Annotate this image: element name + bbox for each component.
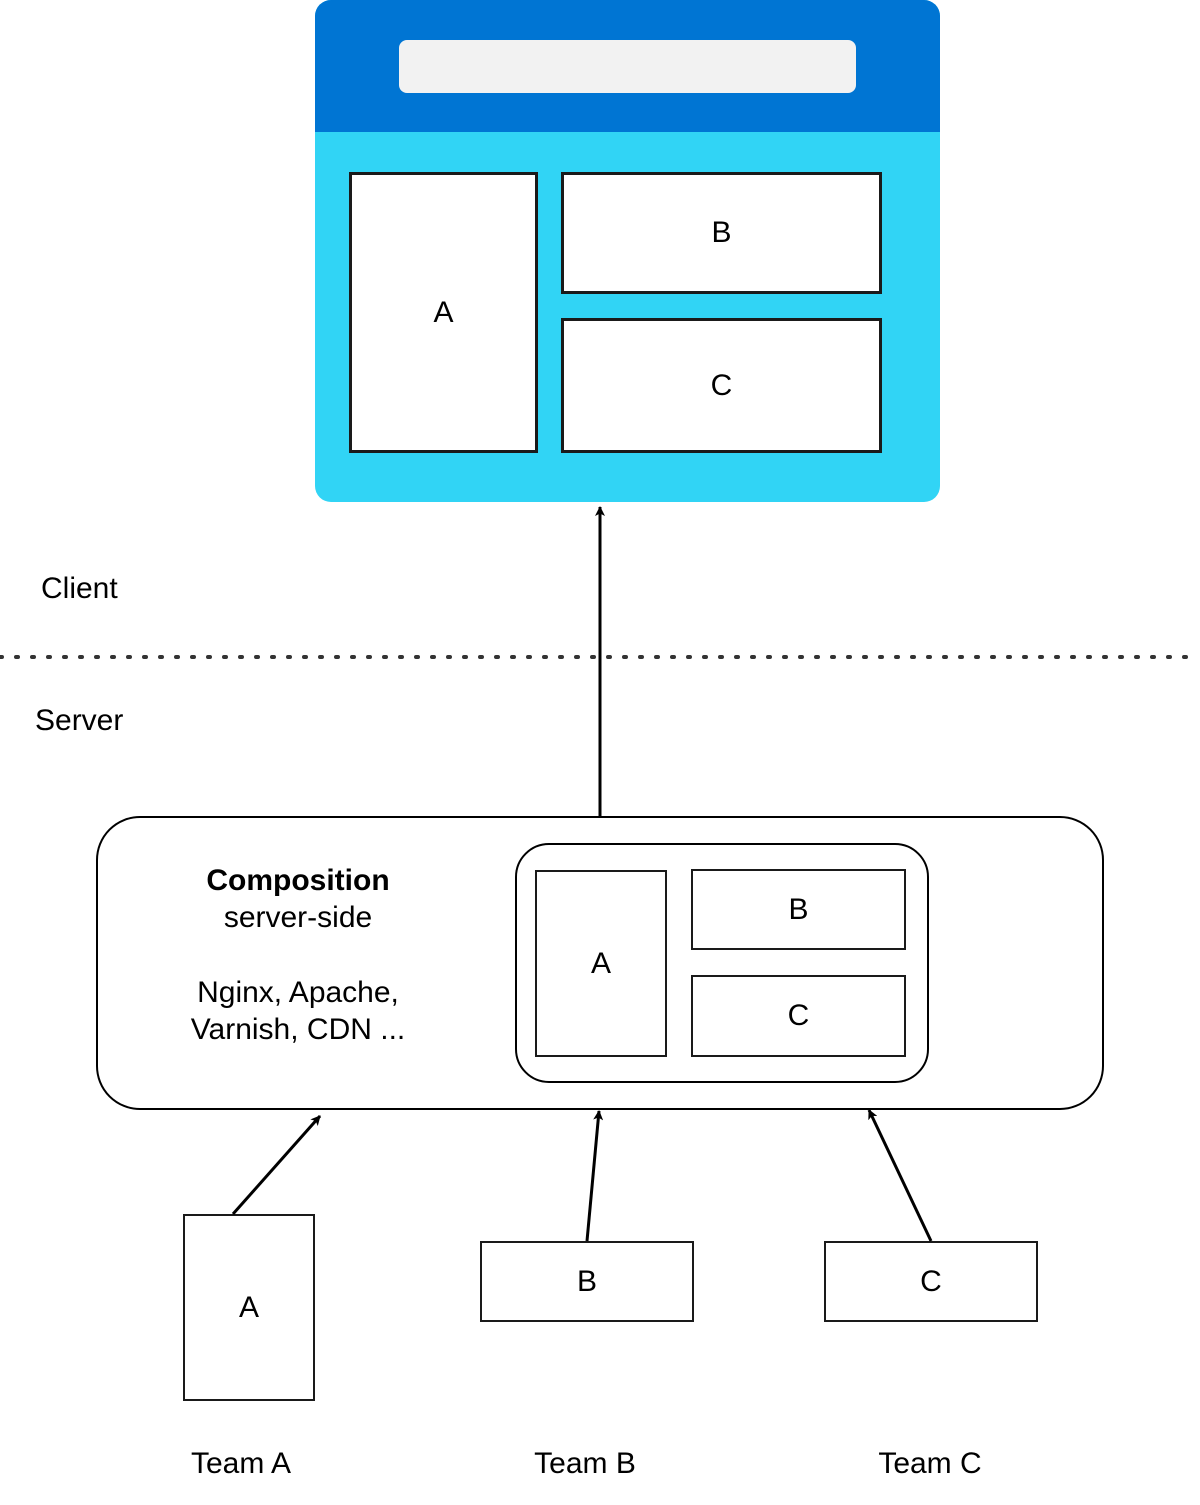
composition-title: Composition <box>206 864 390 897</box>
composed-panel-b: B <box>691 869 906 950</box>
browser-panel-c-label: C <box>710 368 733 402</box>
browser-panel-b-label: B <box>711 216 732 249</box>
team-c-to-composition-arrow <box>867 1109 933 1242</box>
composed-panel-a-label: A <box>590 946 611 980</box>
team-c-fragment: C <box>824 1241 1038 1322</box>
composition-subtitle: server-side <box>223 901 373 934</box>
server-zone-label: Server <box>35 704 124 737</box>
team-c-fragment-label: C <box>920 1264 942 1298</box>
browser-panel-a: A <box>349 172 538 453</box>
browser-window: A B C <box>315 0 940 502</box>
team-b-name: Team B <box>534 1447 636 1480</box>
team-c-name: Team C <box>878 1447 982 1480</box>
composed-panel-b-label: B <box>788 892 809 926</box>
team-b-to-composition-arrow <box>585 1110 604 1242</box>
composition-technologies-line1: Nginx, Apache, <box>197 976 399 1009</box>
team-b-fragment: B <box>480 1241 694 1322</box>
team-a-fragment-label: A <box>238 1290 259 1324</box>
composition-description: Composition server-side Nginx, Apache, V… <box>140 862 456 1048</box>
team-a-name: Team A <box>190 1447 292 1480</box>
browser-address-bar <box>399 40 856 93</box>
browser-panel-c: C <box>561 318 882 453</box>
browser-title-bar <box>315 0 940 132</box>
team-a-fragment: A <box>183 1214 315 1401</box>
composed-panel-c-label: C <box>787 999 810 1032</box>
team-a-to-composition-arrow <box>231 1115 322 1215</box>
composition-technologies-line2: Varnish, CDN ... <box>190 1013 406 1046</box>
client-zone-label: Client <box>41 572 118 605</box>
browser-panel-a-label: A <box>433 295 454 329</box>
team-b-fragment-label: B <box>576 1264 597 1298</box>
composed-panel-c: C <box>691 975 906 1057</box>
browser-panel-b: B <box>561 172 882 294</box>
composed-panel-a: A <box>535 870 667 1057</box>
